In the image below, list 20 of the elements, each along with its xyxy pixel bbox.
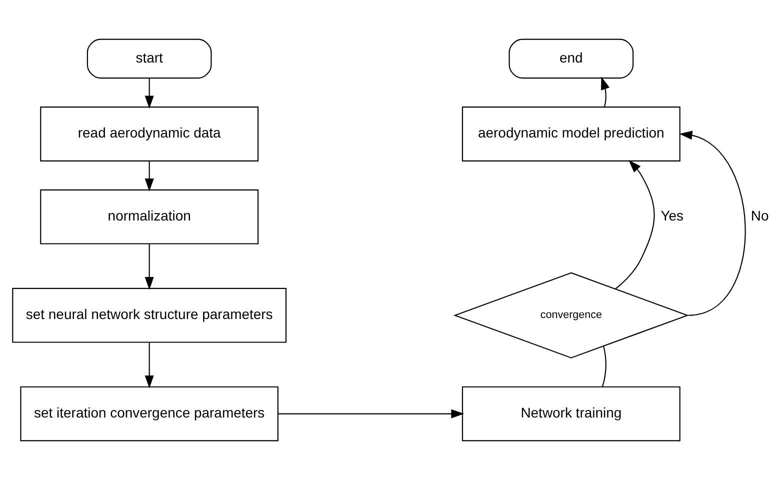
arrow <box>144 342 154 388</box>
edge-label: Yes <box>660 207 684 224</box>
arrow <box>615 159 655 289</box>
edge-label: No <box>750 207 769 224</box>
node-box: aerodynamic model prediction <box>462 106 680 161</box>
arrow <box>278 408 464 418</box>
arrow <box>144 244 154 290</box>
node-box: start <box>86 38 212 78</box>
arrow <box>144 160 154 191</box>
connector <box>602 346 606 386</box>
node-box: normalization <box>40 188 259 244</box>
node-box: read aerodynamic data <box>40 106 259 161</box>
node-box: set neural network structure parameters <box>12 287 287 342</box>
node-box: end <box>508 38 634 78</box>
node-box: Network training <box>462 386 680 441</box>
arrow <box>679 130 746 316</box>
arrow <box>144 78 154 108</box>
node-diamond: convergence <box>453 272 689 358</box>
arrow <box>600 76 610 107</box>
node-box: set iteration convergence parameters <box>20 386 278 441</box>
